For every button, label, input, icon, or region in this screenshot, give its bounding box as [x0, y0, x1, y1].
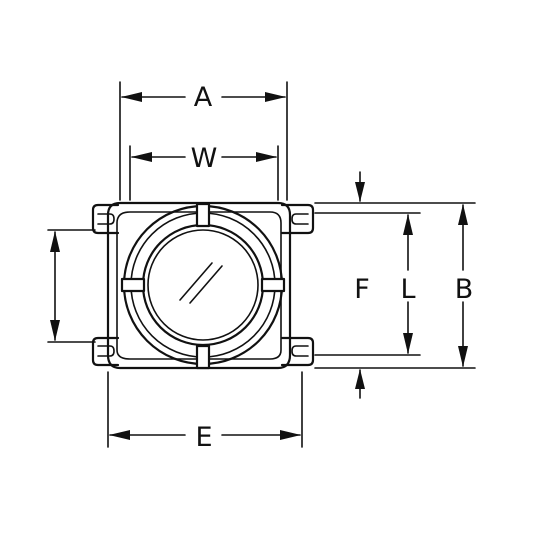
label-b: B [455, 274, 474, 305]
dimension-l [403, 214, 413, 354]
glass-reflection [179, 262, 223, 304]
window-assembly [122, 204, 284, 366]
mounting-ear-top-left [91, 203, 120, 235]
label-f: F [354, 274, 370, 305]
label-e: E [195, 422, 212, 453]
dimension-b [458, 204, 468, 367]
dimension-e [107, 371, 303, 448]
mounting-ear-top-right [280, 203, 315, 235]
mounting-ear-bottom-left [91, 336, 120, 367]
dimension-w [129, 145, 279, 201]
box-outline [106, 201, 292, 370]
mounting-ear-bottom-right [280, 336, 315, 367]
dimension-left-vertical [47, 229, 96, 343]
extension-lines-right [314, 202, 476, 369]
dimension-f [355, 171, 365, 399]
label-w: W [191, 143, 218, 174]
ring-tabs [120, 202, 286, 370]
dimension-a [119, 81, 288, 201]
label-l: L [400, 274, 415, 305]
label-a: A [194, 82, 213, 113]
